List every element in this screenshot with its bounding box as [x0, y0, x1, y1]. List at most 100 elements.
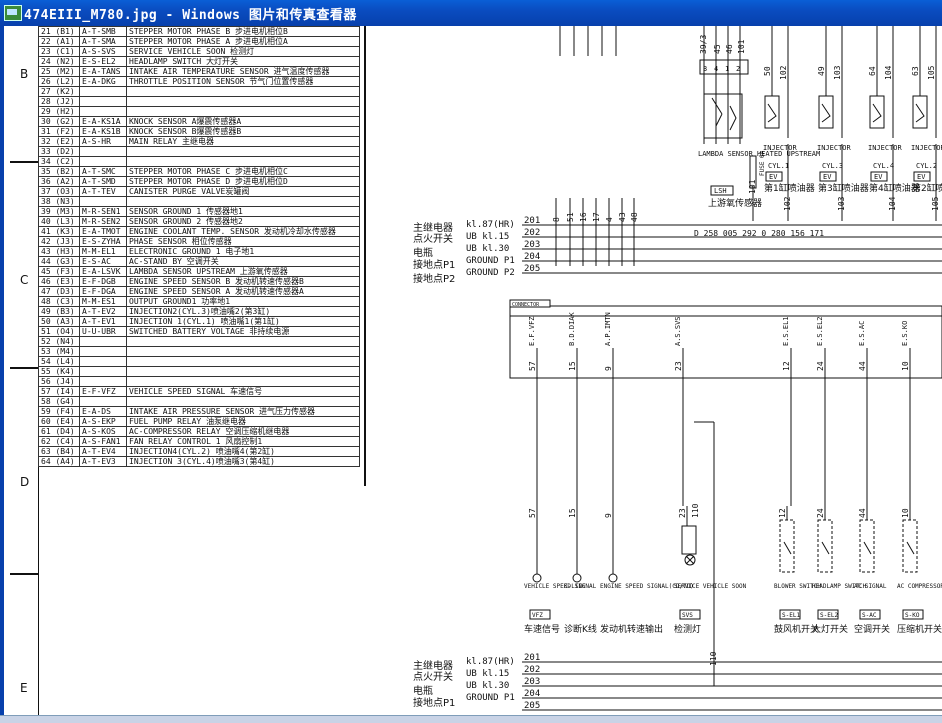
table-border: [364, 26, 366, 486]
injector-code-box: [819, 171, 837, 182]
injector-code: EV: [823, 173, 832, 181]
lambda-name: LAMBDA SENSOR HEATED UPSTREAM: [698, 150, 820, 158]
device-code: S-KO: [905, 612, 920, 619]
device-cn: 车速信号: [524, 623, 560, 635]
switch-housing: [859, 519, 875, 573]
injector-icon: [912, 95, 928, 129]
switch-contact-icon: [906, 541, 915, 555]
terminal-icon: [608, 573, 618, 583]
tap-number: 17: [592, 212, 601, 222]
device-wire-number: 9: [604, 513, 613, 518]
lambda-wire-number: 39/3: [699, 35, 708, 54]
device-code: S-EL1: [782, 612, 800, 619]
connector-signal-code: E.S.EL2: [816, 316, 824, 346]
fuse-label: FUSE 6A: [759, 150, 766, 176]
bus-left-label: 接地点P2: [413, 272, 455, 285]
lambda-wire-number: 46: [725, 44, 734, 54]
connector-pin-number: 12: [782, 361, 791, 371]
switch-housing: [779, 519, 795, 573]
injector-wire-number: 105: [927, 65, 936, 80]
connector-signal-code: B.D.DIAK: [568, 311, 576, 346]
injector-wire-number: 102: [779, 65, 788, 80]
device-cn: 空调开关: [854, 623, 890, 635]
device-wire-number: 44: [858, 508, 867, 518]
bus-left-label: 点火开关: [413, 232, 453, 245]
bus-terminal: UB kl.15: [466, 669, 509, 679]
bus-left-label: 电瓶: [413, 684, 433, 697]
bus-terminal: kl.87(HR): [466, 657, 515, 667]
device-wire-number: 57: [528, 508, 537, 518]
injector-cylinder: CYL.3: [822, 162, 843, 170]
injector-wire-number: 104: [888, 196, 897, 211]
connector-pin-number: 15: [568, 361, 577, 371]
injector-label: INJECTOR: [868, 144, 903, 152]
device-wire-number: 10: [901, 508, 910, 518]
connector-pin-number: 44: [858, 361, 867, 371]
bus-number: 204: [524, 689, 540, 699]
injector-cylinder: CYL.4: [873, 162, 894, 170]
terminal-icon: [572, 573, 582, 583]
switch-housing: [902, 519, 918, 573]
injector-code-box: [870, 171, 888, 182]
device-label: HEADLAMP SWITCH: [812, 583, 867, 590]
lambda-wire-number: 101: [737, 39, 746, 54]
injector-wire-number: 64: [868, 66, 877, 76]
injector-cn: 第2缸喷油器: [912, 182, 942, 194]
bus-number: 205: [524, 701, 540, 711]
injector-coil-symbol: [767, 103, 777, 123]
device-code-box: [817, 609, 839, 620]
connector-pin-number: 23: [674, 361, 683, 371]
lambda-code-box: [710, 185, 734, 196]
device-code-box: [679, 609, 701, 620]
viewer-toolbar[interactable]: [0, 715, 942, 723]
bus-number: 205: [524, 264, 540, 274]
device-code-box: [859, 609, 881, 620]
injector-coil-symbol: [915, 103, 925, 123]
photo-viewer-icon: [4, 5, 22, 21]
injector-wire-number: 105: [931, 196, 940, 211]
lambda-cn: 上游氧传感器: [708, 197, 762, 209]
switch-contact-icon: [821, 541, 830, 555]
bus-number: 204: [524, 252, 540, 262]
lamp-cross: [685, 555, 695, 565]
bus-terminal: kl.87(HR): [466, 220, 515, 230]
injector-wire-number: 63: [911, 66, 920, 76]
bus-terminal: UB kl.30: [466, 244, 509, 254]
connector-signal-code: A.P.IMTN: [604, 312, 612, 346]
connector-pin-number: 24: [816, 361, 825, 371]
lambda-pin: 4: [714, 65, 718, 73]
window-title: 474EIII_M780.jpg - Windows 图片和传真查看器: [24, 8, 357, 23]
zone-label: B: [20, 67, 29, 81]
part-numbers: D 258 005 292 0 280 156 171: [694, 229, 824, 238]
device-code: S-AC: [862, 612, 877, 619]
connector-signal-code: E.S.EL1: [782, 316, 790, 346]
bus-number: 201: [524, 653, 540, 663]
injector-wire-number: 103: [833, 65, 842, 80]
switch-contact-icon: [783, 541, 792, 555]
window-frame: [0, 26, 4, 716]
injector-wire-number: 49: [817, 66, 826, 76]
zone-divider: [10, 161, 38, 163]
connector-signal-code: A.S.SVS: [674, 316, 682, 346]
injector-cn: 第4缸喷油器: [869, 182, 920, 194]
injector-icon: [869, 95, 885, 129]
bus-terminal: UB kl.30: [466, 681, 509, 691]
device-label: ENGINE SPEED SIGNAL(CD/TD): [600, 583, 694, 590]
injector-wire-number: 102: [783, 196, 792, 211]
injector-label: INJECTOR: [911, 144, 942, 152]
device-wire-number: 15: [568, 508, 577, 518]
tap-number: 43: [618, 212, 627, 222]
device-wire-number: 12: [778, 508, 787, 518]
bus-number: 203: [524, 677, 540, 687]
injector-icon: [764, 95, 780, 129]
bus-number: 202: [524, 665, 540, 675]
bus-terminal: UB kl.15: [466, 232, 509, 242]
connector-title: CONNECTOR: [512, 302, 540, 308]
window-titlebar[interactable]: 474EIII_M780.jpg - Windows 图片和传真查看器: [0, 0, 942, 26]
lambda-connector: [699, 59, 749, 75]
device-code: VFZ: [532, 612, 543, 619]
